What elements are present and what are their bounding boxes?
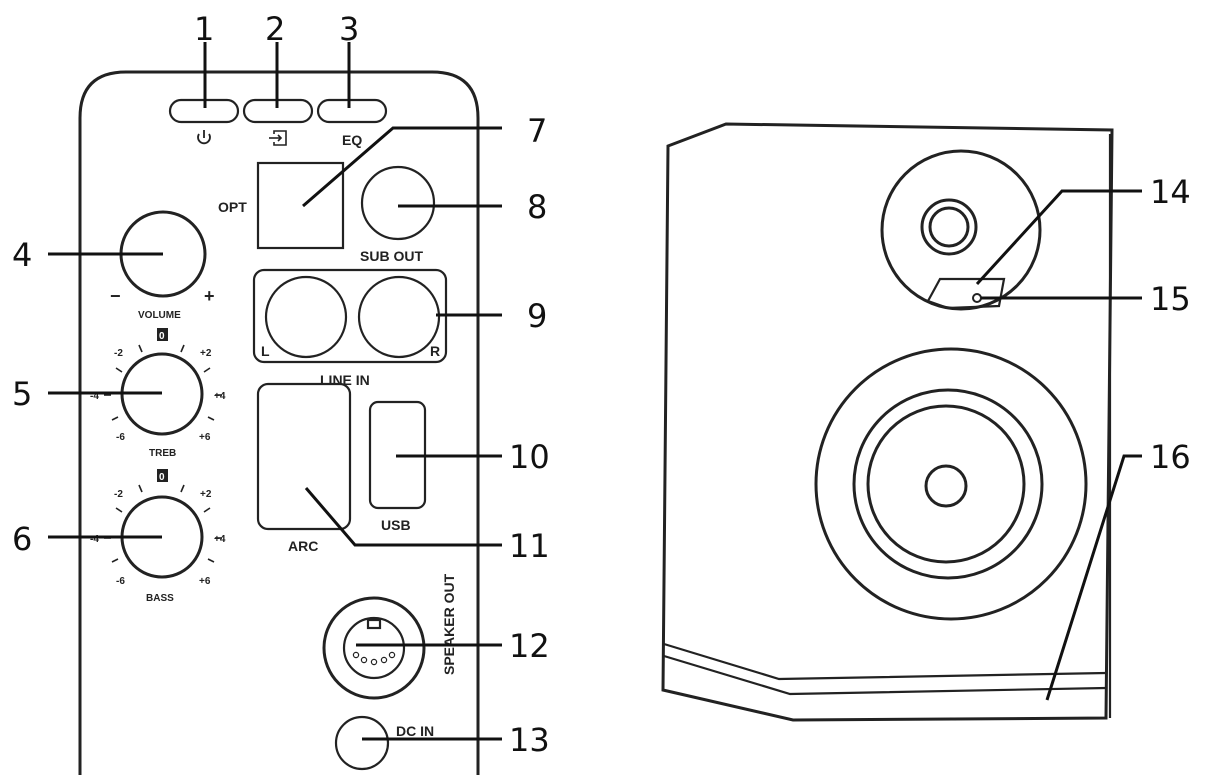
volume-label: VOLUME (138, 310, 181, 321)
usb-label: USB (381, 517, 411, 533)
speaker-cabinet (661, 122, 1114, 722)
tweeter-outer-ring (920, 198, 978, 256)
woofer-surround (814, 347, 1088, 621)
callout-11: 11 (509, 527, 550, 565)
callout-2: 2 (265, 10, 285, 48)
optical-input-port[interactable] (256, 161, 345, 250)
callout-15: 15 (1150, 280, 1191, 318)
callout-14: 14 (1150, 173, 1191, 211)
line-in-left-jack[interactable] (264, 275, 348, 359)
treble-zero: 0 (159, 331, 165, 342)
treble-plus4: +4 (214, 391, 226, 402)
callout-7: 7 (527, 112, 547, 150)
eq-label: EQ (342, 132, 362, 148)
callout-6: 6 (12, 520, 32, 558)
bass-minus4: -4 (90, 534, 99, 545)
treble-zero-marker (157, 328, 168, 341)
callout-10: 10 (509, 438, 550, 476)
callout-3: 3 (339, 10, 359, 48)
bass-label: BASS (146, 593, 174, 604)
treble-label: TREB (149, 448, 176, 459)
status-indicator-window (926, 277, 1006, 310)
volume-plus: + (204, 286, 215, 306)
rear-panel-outline (78, 70, 480, 775)
callout-4: 4 (12, 236, 32, 274)
speaker-out-key (366, 618, 382, 630)
treble-plus6: +6 (199, 432, 211, 443)
speaker-out-jack-inner (342, 616, 406, 680)
treble-minus4: -4 (90, 391, 99, 402)
callout-numbers: 1 2 3 4 5 6 7 8 9 10 11 12 13 14 15 16 (12, 10, 1191, 759)
eq-button[interactable] (316, 98, 388, 124)
volume-minus: − (110, 286, 121, 306)
bass-plus6: +6 (199, 576, 211, 587)
sub-out-jack[interactable] (360, 165, 436, 241)
bass-zero: 0 (159, 472, 165, 483)
status-led (972, 293, 982, 303)
callout-12: 12 (509, 627, 550, 665)
leader-lines (48, 42, 1142, 741)
dc-in-label: DC IN (396, 723, 434, 739)
callout-1: 1 (194, 10, 214, 48)
callout-8: 8 (527, 188, 547, 226)
tweeter-surround (880, 149, 1042, 311)
hdmi-arc-port[interactable] (256, 382, 352, 531)
speaker-out-pins (352, 651, 396, 666)
callout-13: 13 (509, 721, 550, 759)
bass-plus2: +2 (200, 489, 212, 500)
opt-label: OPT (218, 199, 247, 215)
treble-minus6: -6 (116, 432, 125, 443)
callout-5: 5 (12, 375, 32, 413)
line-in-r-label: R (430, 343, 440, 359)
sub-out-label: SUB OUT (360, 248, 423, 264)
speaker-out-label: SPEAKER OUT (441, 573, 457, 675)
line-in-right-jack[interactable] (357, 275, 441, 359)
power-icon (197, 130, 211, 145)
woofer-ring-outer (852, 388, 1044, 580)
line-in-l-label: L (261, 343, 270, 359)
bass-minus6: -6 (116, 576, 125, 587)
arc-label: ARC (288, 538, 318, 554)
bass-minus2: -2 (114, 489, 123, 500)
callout-9: 9 (527, 297, 547, 335)
treble-dial-ticks (104, 344, 222, 421)
callout-16: 16 (1150, 438, 1191, 476)
treble-plus2: +2 (200, 348, 212, 359)
tweeter-dome (928, 206, 970, 248)
treble-minus2: -2 (114, 348, 123, 359)
bass-zero-marker (157, 469, 168, 482)
bass-plus4: +4 (214, 534, 226, 545)
dc-in-jack[interactable] (334, 715, 390, 771)
speaker-out-jack-outer[interactable] (322, 596, 426, 700)
woofer-dust-cap (924, 464, 968, 508)
woofer-cone (866, 404, 1026, 564)
input-source-icon (269, 130, 287, 146)
